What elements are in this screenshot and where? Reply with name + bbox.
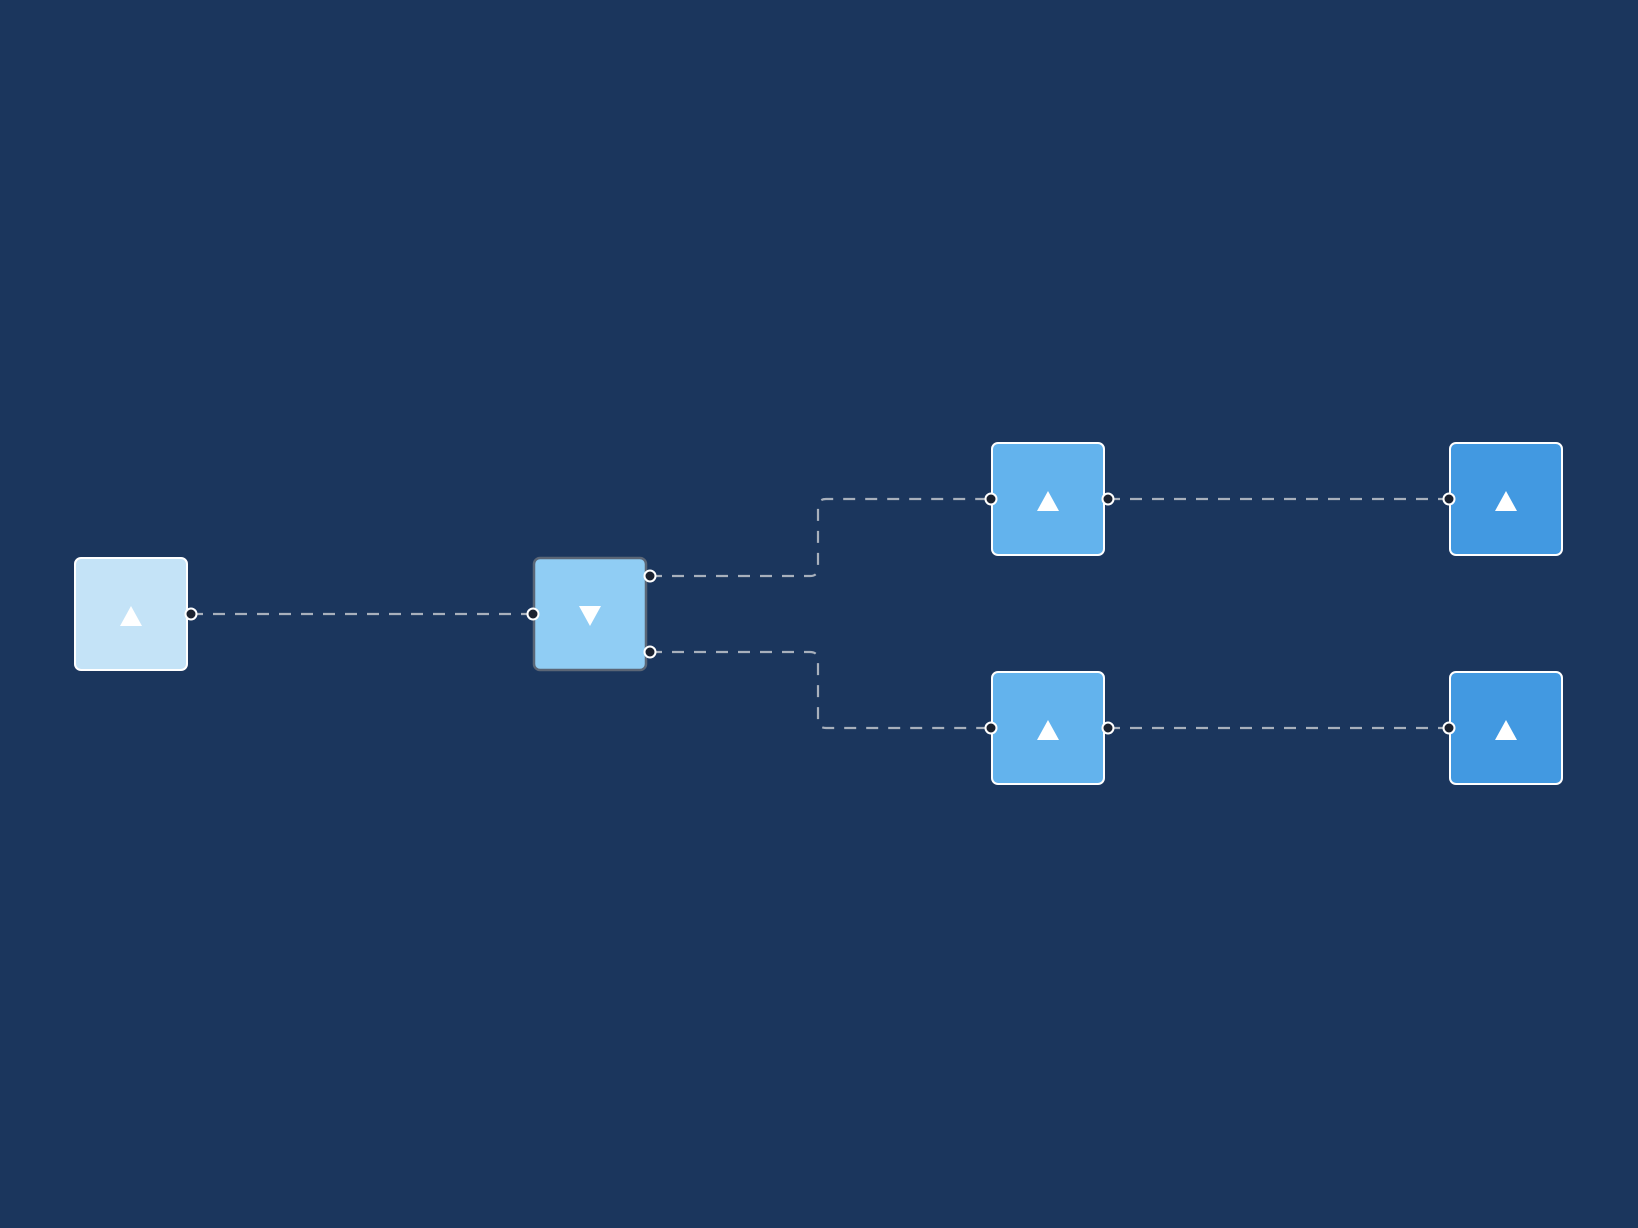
triangle-up-icon [1037,491,1059,511]
port-out-n2-handle[interactable] [643,569,657,583]
ports-layer [184,492,1456,735]
node-branch[interactable] [532,556,648,672]
port-out-n3-handle[interactable] [1101,492,1115,506]
port-in-n5-handle[interactable] [1442,492,1456,506]
node-upper-end[interactable] [1449,442,1563,556]
port-in-n4-handle[interactable] [984,721,998,735]
triangle-down-icon [579,606,601,626]
edge-branch-to-lower[interactable] [650,650,991,730]
port-out-n4-handle[interactable] [1101,721,1115,735]
nodes-layer [74,442,1563,785]
edges-layer [191,497,1449,730]
triangle-up-icon [1495,491,1517,511]
port-in-n6-handle[interactable] [1442,721,1456,735]
node-upper-mid[interactable] [991,442,1105,556]
triangle-up-icon [120,606,142,626]
port-out-n1-handle[interactable] [184,607,198,621]
triangle-up-icon [1037,720,1059,740]
edge-branch-to-upper[interactable] [650,497,991,578]
node-lower-end[interactable] [1449,671,1563,785]
port-out-n2-handle[interactable] [643,645,657,659]
port-in-n3-handle[interactable] [984,492,998,506]
node-source[interactable] [74,557,188,671]
triangle-up-icon [1495,720,1517,740]
node-lower-mid[interactable] [991,671,1105,785]
port-in-n2-handle[interactable] [526,607,540,621]
